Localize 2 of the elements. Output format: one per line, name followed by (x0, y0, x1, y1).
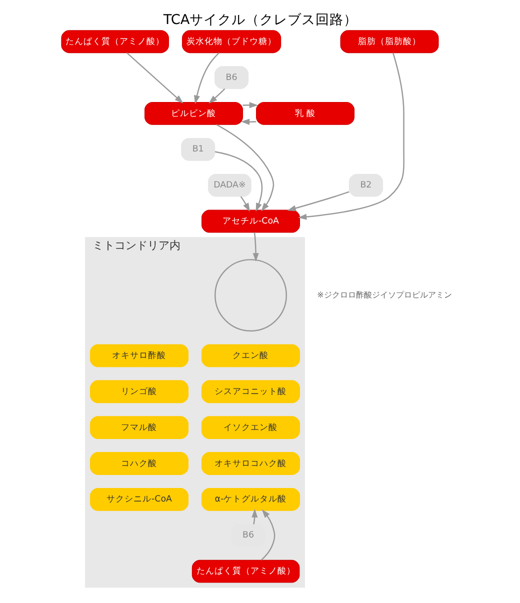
node-text: B6 (242, 530, 254, 541)
diagram-title: TCAサイクル（クレブス回路） (162, 12, 358, 28)
